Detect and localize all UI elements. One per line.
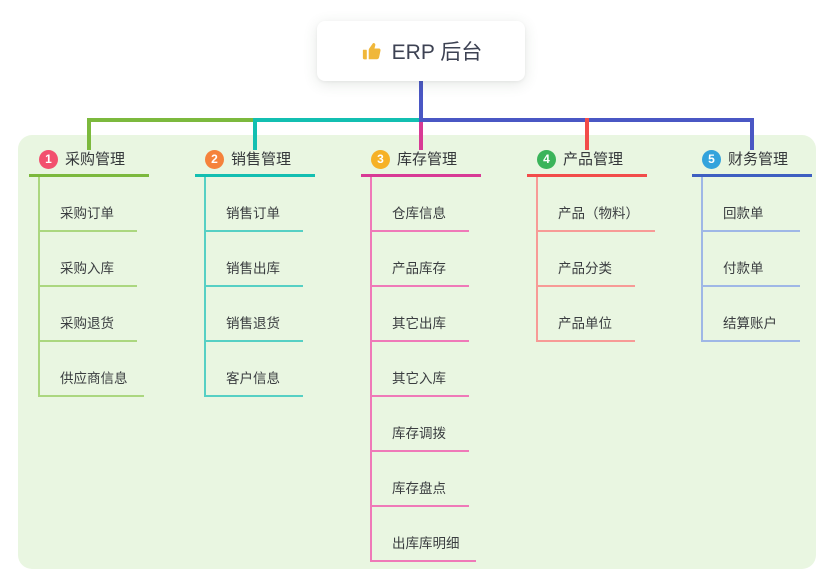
child-node[interactable]: 供应商信息	[40, 342, 159, 397]
branch-children: 产品（物料） 产品分类 产品单位	[536, 177, 657, 342]
branch-finance: 5 财务管理 回款单 付款单 结算账户	[692, 148, 822, 342]
branch-children: 仓库信息 产品库存 其它出库 其它入库 库存调拨 库存盘点 出库库明细	[370, 177, 491, 562]
child-node[interactable]: 付款单	[703, 232, 822, 287]
number-badge-icon: 3	[371, 150, 390, 169]
child-node[interactable]: 产品单位	[538, 287, 657, 342]
branch-node-finance[interactable]: 5 财务管理	[692, 148, 812, 177]
root-node-label: ERP 后台	[391, 41, 483, 64]
child-node[interactable]: 销售退货	[206, 287, 325, 342]
child-node[interactable]: 其它入库	[372, 342, 491, 397]
child-node[interactable]: 仓库信息	[372, 177, 491, 232]
number-badge-icon: 4	[537, 150, 556, 169]
branch-children: 销售订单 销售出库 销售退货 客户信息	[204, 177, 325, 397]
number-badge-icon: 2	[205, 150, 224, 169]
child-node[interactable]: 销售出库	[206, 232, 325, 287]
branch-inventory: 3 库存管理 仓库信息 产品库存 其它出库 其它入库 库存调拨 库存盘点 出库库…	[361, 148, 491, 562]
child-node[interactable]: 结算账户	[703, 287, 822, 342]
branches-panel	[18, 135, 816, 569]
branch-label: 销售管理	[231, 151, 292, 168]
branch-label: 库存管理	[397, 151, 458, 168]
child-node[interactable]: 产品（物料）	[538, 177, 657, 232]
branch-purchase: 1 采购管理 采购订单 采购入库 采购退货 供应商信息	[29, 148, 159, 397]
branch-product: 4 产品管理 产品（物料） 产品分类 产品单位	[527, 148, 657, 342]
child-node[interactable]: 库存调拨	[372, 397, 491, 452]
branch-label: 采购管理	[65, 151, 126, 168]
child-node[interactable]: 采购入库	[40, 232, 159, 287]
branch-label: 产品管理	[563, 151, 624, 168]
number-badge-icon: 5	[702, 150, 721, 169]
thumbs-up-icon	[360, 40, 383, 63]
branch-children: 采购订单 采购入库 采购退货 供应商信息	[38, 177, 159, 397]
child-node[interactable]: 客户信息	[206, 342, 325, 397]
branch-sales: 2 销售管理 销售订单 销售出库 销售退货 客户信息	[195, 148, 325, 397]
child-node[interactable]: 产品库存	[372, 232, 491, 287]
branch-node-inventory[interactable]: 3 库存管理	[361, 148, 481, 177]
child-node[interactable]: 库存盘点	[372, 452, 491, 507]
child-node[interactable]: 产品分类	[538, 232, 657, 287]
branch-node-purchase[interactable]: 1 采购管理	[29, 148, 149, 177]
branch-label: 财务管理	[728, 151, 789, 168]
child-node[interactable]: 其它出库	[372, 287, 491, 342]
child-node[interactable]: 采购退货	[40, 287, 159, 342]
number-badge-icon: 1	[39, 150, 58, 169]
child-node[interactable]: 销售订单	[206, 177, 325, 232]
root-node-erp[interactable]: ERP 后台	[317, 21, 525, 81]
branch-node-sales[interactable]: 2 销售管理	[195, 148, 315, 177]
branch-node-product[interactable]: 4 产品管理	[527, 148, 647, 177]
branch-children: 回款单 付款单 结算账户	[701, 177, 822, 342]
child-node[interactable]: 出库库明细	[372, 507, 491, 562]
child-node[interactable]: 回款单	[703, 177, 822, 232]
child-node[interactable]: 采购订单	[40, 177, 159, 232]
